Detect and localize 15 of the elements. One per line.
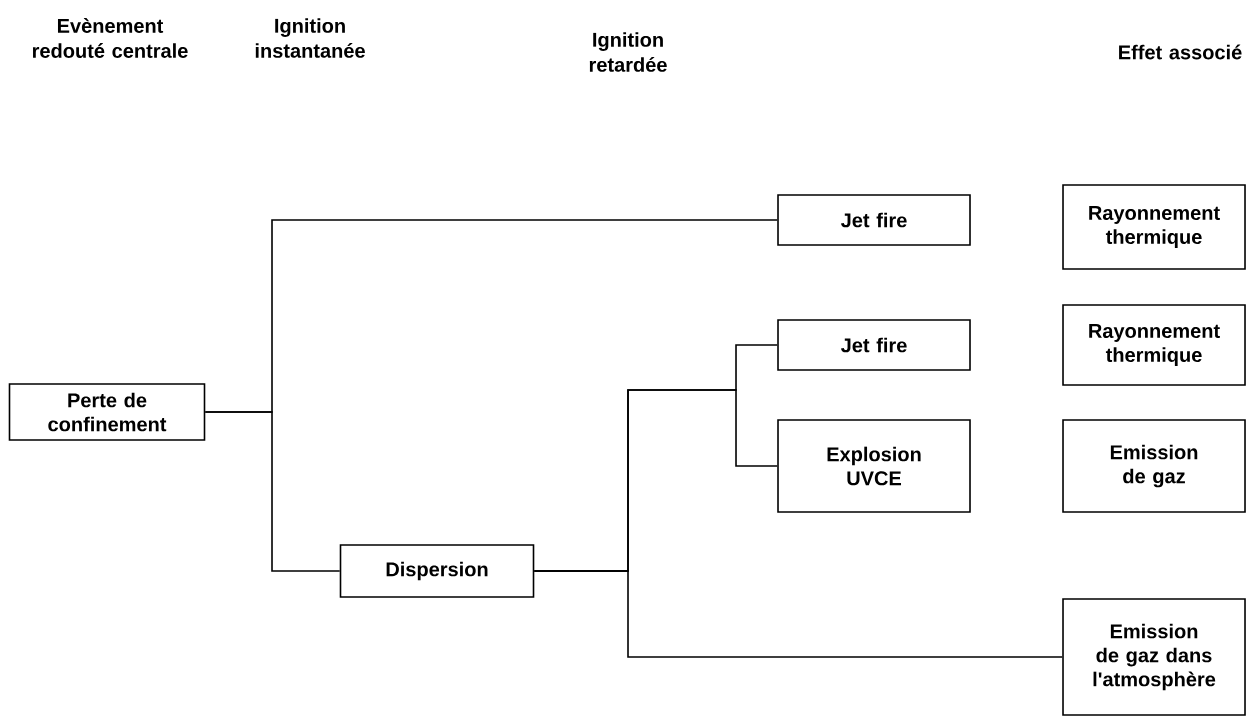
process-box: Rayonnement thermique: [1062, 184, 1246, 270]
connector-line: [533, 570, 1063, 658]
process-box: Rayonnement thermique: [1062, 304, 1246, 386]
process-box: Emission de gaz dans l'atmosphère: [1062, 598, 1246, 716]
connector-line: [204, 411, 341, 572]
process-box: Jet fire: [777, 319, 971, 371]
process-box: Dispersion: [339, 544, 535, 598]
column-header: Effet associé: [1119, 44, 1242, 60]
process-box: Explosion UVCE: [777, 419, 971, 513]
process-box: Jet fire: [777, 194, 971, 246]
process-box: Perte de confinement: [8, 383, 206, 441]
column-header: Ignition retardée: [589, 32, 667, 72]
column-header: Ignition instantanée: [255, 18, 365, 58]
column-header: Evènement redouté centrale: [32, 18, 188, 58]
process-box: Emission de gaz: [1062, 419, 1246, 513]
